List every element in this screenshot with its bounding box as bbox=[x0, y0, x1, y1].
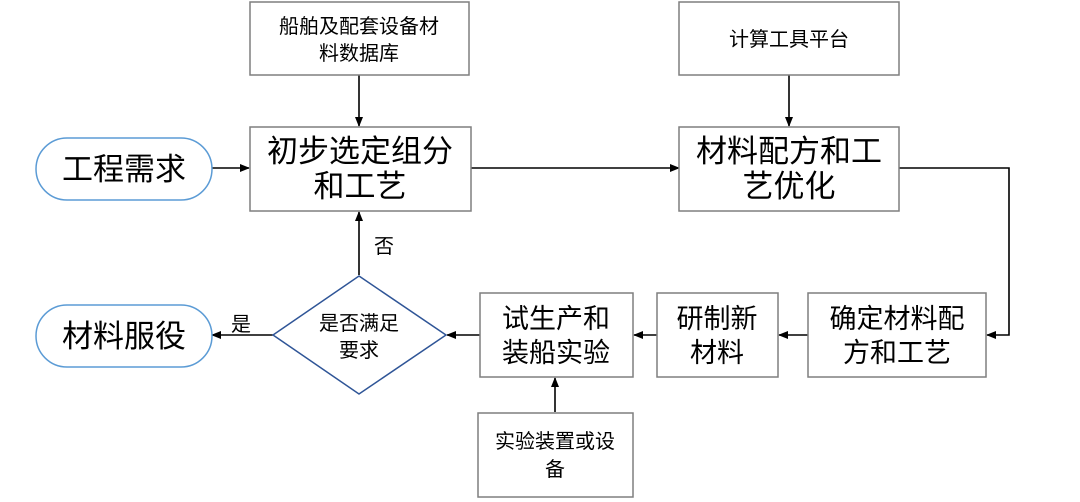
requirement-label: 工程需求 bbox=[62, 152, 186, 188]
develop-new-box bbox=[656, 292, 779, 378]
develop-new-node: 研制新 材料 bbox=[656, 292, 779, 378]
optimization-node: 材料配方和工 艺优化 bbox=[678, 126, 900, 212]
test-equipment-label-line2: 备 bbox=[545, 457, 565, 481]
material-service-label: 材料服役 bbox=[62, 319, 186, 355]
decision-node: 是否满足 要求 bbox=[271, 275, 448, 395]
decision-label-line1: 是否满足 bbox=[319, 311, 399, 335]
develop-new-label-line2: 材料 bbox=[690, 338, 744, 369]
trial-production-node: 试生产和 装船实验 bbox=[479, 292, 634, 378]
requirement-terminal bbox=[35, 137, 213, 201]
edge-label-yes: 是 bbox=[231, 312, 251, 336]
determine-formula-label-line1: 确定材料配 bbox=[830, 304, 965, 335]
initial-selection-label-line1: 初步选定组分 bbox=[267, 134, 453, 170]
compute-platform-node: 计算工具平台 bbox=[678, 1, 900, 76]
database-box bbox=[249, 1, 470, 76]
initial-selection-node: 初步选定组分 和工艺 bbox=[249, 126, 472, 212]
determine-formula-node: 确定材料配 方和工艺 bbox=[807, 292, 987, 378]
optimization-box bbox=[678, 126, 900, 212]
arrow-optimization-to-determine bbox=[899, 167, 1010, 339]
trial-production-label-line1: 试生产和 bbox=[502, 304, 610, 335]
initial-selection-box bbox=[249, 126, 472, 212]
determine-formula-label-line2: 方和工艺 bbox=[843, 338, 951, 369]
decision-label-line2: 要求 bbox=[339, 338, 379, 362]
compute-platform-label: 计算工具平台 bbox=[729, 27, 849, 51]
determine-formula-box bbox=[807, 292, 987, 378]
trial-production-label-line2: 装船实验 bbox=[502, 338, 610, 369]
material-service-node: 材料服役 bbox=[35, 304, 213, 368]
requirement-node: 工程需求 bbox=[35, 137, 213, 201]
develop-new-label-line1: 研制新 bbox=[677, 304, 758, 335]
trial-production-box bbox=[479, 292, 634, 378]
test-equipment-label-line1: 实验装置或设 bbox=[495, 429, 615, 453]
connectors bbox=[211, 75, 1010, 412]
database-label-line1: 船舶及配套设备材 bbox=[279, 14, 439, 38]
test-equipment-box bbox=[477, 412, 634, 498]
database-node: 船舶及配套设备材 料数据库 bbox=[249, 1, 470, 76]
decision-diamond bbox=[271, 275, 448, 395]
test-equipment-node: 实验装置或设 备 bbox=[477, 412, 634, 498]
material-service-terminal bbox=[35, 304, 213, 368]
initial-selection-label-line2: 和工艺 bbox=[314, 169, 407, 205]
edge-label-no: 否 bbox=[374, 234, 394, 258]
optimization-label-line1: 材料配方和工 bbox=[696, 134, 882, 170]
compute-platform-box bbox=[678, 1, 900, 76]
database-label-line2: 料数据库 bbox=[319, 41, 399, 65]
optimization-label-line2: 艺优化 bbox=[743, 169, 836, 205]
